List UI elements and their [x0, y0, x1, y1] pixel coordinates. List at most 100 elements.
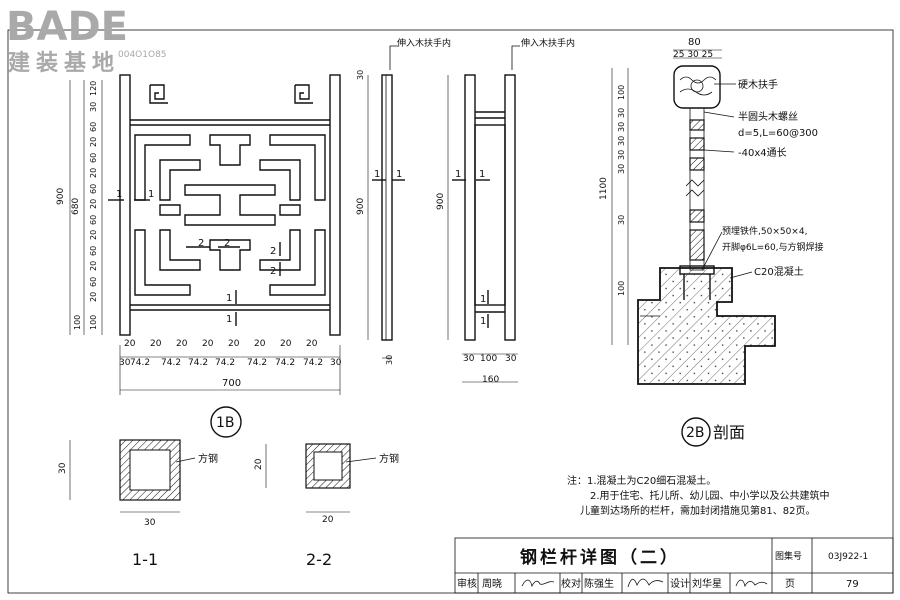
- cut-2-right-a: 2: [270, 246, 276, 257]
- svg-text:60: 60: [89, 184, 98, 194]
- svg-text:74.2: 74.2: [275, 358, 295, 368]
- section-2b: 80 25 30 25 100 30 30 30 30 30 30 100 11: [599, 37, 824, 447]
- detail-marker-2b: [681, 417, 711, 447]
- svg-text:30: 30: [58, 462, 68, 474]
- dim-25-30-25: 25 30 25: [673, 50, 713, 60]
- label-flat-steel: -40x4通长: [738, 147, 787, 159]
- atlas-no-label: 图集号: [775, 550, 802, 562]
- svg-text:74.2: 74.2: [247, 358, 267, 368]
- cut-2-left: 2: [198, 238, 204, 249]
- svg-text:30: 30: [617, 164, 626, 174]
- label-into-handrail-2: 伸入木扶手内: [521, 37, 575, 49]
- cut-2-mid: 2: [224, 238, 230, 249]
- title-block: 钢栏杆详图（二） 图集号 03J922-1 审核 周晓 校对 陈强生 设计 刘华…: [454, 537, 894, 594]
- svg-text:20: 20: [322, 515, 334, 525]
- svg-text:100: 100: [89, 315, 98, 330]
- svg-text:20: 20: [89, 230, 98, 240]
- dim-700: 700: [222, 378, 241, 389]
- logo-brand-cn: 建装基地: [8, 51, 120, 76]
- svg-text:20: 20: [280, 339, 292, 349]
- svg-text:74.2: 74.2: [303, 358, 323, 368]
- label-into-handrail-1: 伸入木扶手内: [397, 37, 451, 49]
- svg-text:30: 30: [617, 136, 626, 146]
- svg-text:30: 30: [119, 358, 131, 368]
- concrete-block: [637, 267, 776, 385]
- svg-text:1: 1: [480, 316, 486, 327]
- note-line-2: 2.用于住宅、托儿所、幼儿园、中小学以及公共建筑中: [590, 489, 830, 502]
- design-signature: [735, 579, 768, 588]
- label-embed-2: 开脚φ6L=60,与方钢焊接: [722, 241, 824, 253]
- cut-1-left: 1: [116, 189, 122, 200]
- check-name: 陈强生: [584, 577, 614, 590]
- svg-text:20: 20: [228, 339, 240, 349]
- check-signature: [627, 578, 664, 588]
- note-line-3: 儿童到达场所的栏杆，需加封闭措施见第81、82页。: [580, 504, 815, 517]
- review-signature: [521, 579, 555, 588]
- svg-text:30: 30: [330, 358, 342, 368]
- wood-handrail-shape: [673, 65, 721, 109]
- svg-text:20: 20: [89, 261, 98, 271]
- note-line-1: 注：1.混凝土为C20细石混凝土。: [567, 474, 716, 487]
- svg-text:20: 20: [89, 292, 98, 302]
- dim-1100: 1100: [599, 177, 609, 200]
- svg-text:900: 900: [356, 198, 366, 215]
- dim-80: 80: [688, 37, 701, 48]
- design-label: 设计: [670, 577, 690, 590]
- front-elevation: 1 1 2 2 2 2 1 1: [108, 74, 341, 336]
- dim-680: 680: [71, 198, 81, 215]
- section-1-1: 方钢 30 30 1-1: [58, 439, 218, 569]
- svg-text:2B: 2B: [686, 425, 705, 441]
- svg-text:20: 20: [254, 458, 264, 470]
- svg-text:60: 60: [89, 122, 98, 132]
- label-square-steel-2: 方钢: [379, 452, 399, 465]
- svg-text:1: 1: [396, 169, 402, 180]
- page-label: 页: [785, 578, 795, 590]
- side-view-2: 伸入木扶手内 1 1 1 1 900 30 100 30 160: [436, 37, 575, 385]
- svg-text:60: 60: [89, 215, 98, 225]
- label-section: 剖面: [713, 423, 745, 442]
- svg-text:20: 20: [89, 168, 98, 178]
- label-embed-1: 预埋铁件,50×50×4,: [722, 225, 807, 237]
- cut-1-bottom-b: 1: [226, 314, 232, 325]
- label-screw-spec: d=5,L=60@300: [738, 128, 818, 139]
- svg-text:900: 900: [436, 193, 446, 210]
- page-no: 79: [846, 579, 859, 590]
- svg-text:1: 1: [374, 169, 380, 180]
- svg-text:1: 1: [480, 294, 486, 305]
- svg-text:74.2: 74.2: [215, 358, 235, 368]
- side-view-1: 伸入木扶手内 1 1 30 900 30: [356, 37, 451, 365]
- svg-text:74.2: 74.2: [130, 358, 150, 368]
- svg-text:30: 30: [144, 518, 156, 528]
- cut-1-right: 1: [148, 189, 154, 200]
- notes: 注：1.混凝土为C20细石混凝土。 2.用于住宅、托儿所、幼儿园、中小学以及公共…: [567, 474, 830, 517]
- dim-900: 900: [56, 188, 66, 205]
- section-title-1-1: 1-1: [132, 550, 158, 569]
- logo-brand: BADE: [6, 4, 128, 50]
- svg-text:30: 30: [89, 102, 98, 112]
- svg-text:1: 1: [479, 169, 485, 180]
- svg-text:20: 20: [306, 339, 318, 349]
- review-label: 审核: [457, 577, 477, 590]
- svg-text:100: 100: [617, 85, 626, 100]
- sheet-border: [7, 29, 894, 594]
- cut-2-right-b: 2: [270, 266, 276, 277]
- check-label: 校对: [561, 577, 581, 590]
- svg-text:30: 30: [463, 354, 475, 364]
- svg-text:160: 160: [482, 375, 499, 385]
- atlas-no: 03J922-1: [828, 552, 868, 562]
- section-title-2-2: 2-2: [306, 550, 332, 569]
- label-screw: 半圆头木螺丝: [738, 110, 798, 123]
- svg-text:74.2: 74.2: [161, 358, 181, 368]
- detail-marker-1b: 1B: [210, 406, 242, 438]
- svg-text:20: 20: [89, 137, 98, 147]
- svg-text:100: 100: [73, 315, 82, 330]
- svg-text:20: 20: [254, 339, 266, 349]
- cut-1-bottom-a: 1: [226, 293, 232, 304]
- svg-text:100: 100: [480, 354, 497, 364]
- svg-text:60: 60: [89, 246, 98, 256]
- svg-text:120: 120: [89, 81, 98, 96]
- drawing-title: 钢栏杆详图（二）: [520, 547, 680, 568]
- svg-text:20: 20: [150, 339, 162, 349]
- section-2-2: 方钢 20 20 2-2: [254, 443, 399, 569]
